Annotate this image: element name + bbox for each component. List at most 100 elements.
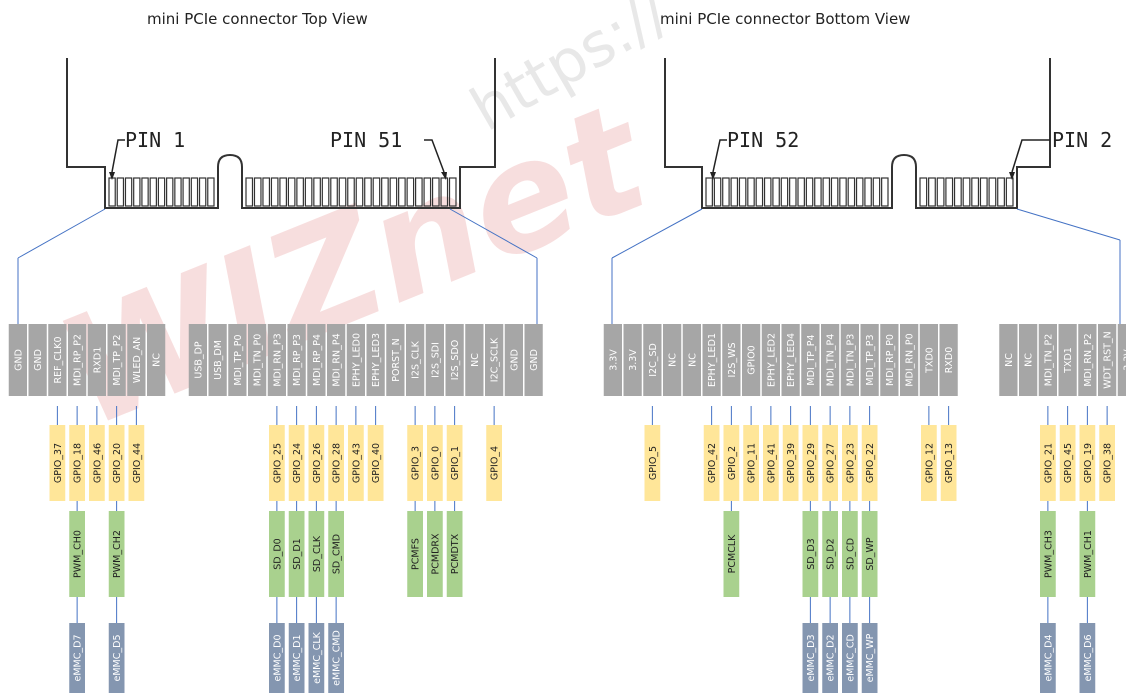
bottom-22-pwm-ch1-box xyxy=(1079,511,1096,597)
bottom-finger-right-7 xyxy=(979,177,988,207)
bottom-finger-left-16 xyxy=(839,177,847,207)
top-2-pin-ref-clk0: REF_CLK0 xyxy=(48,324,67,396)
bottom-13-pin-mdi-tp-p3: MDI_TP_P3 xyxy=(860,324,879,396)
bottom-5-pin-ephy-led1-label: EPHY_LED1 xyxy=(707,333,718,387)
top-finger-left-1 xyxy=(116,177,125,207)
bottom-finger-left-6 xyxy=(755,177,764,207)
bottom-12-emmc-cd-label: eMMC_CD xyxy=(845,634,856,682)
bottom-4-pin-nc-label: NC xyxy=(687,353,698,367)
bottom-12-emmc-cd-box xyxy=(842,623,858,693)
top-23-pin-i2c-sclk-label: I2C_SCLK xyxy=(490,337,501,382)
top-finger-left-10 xyxy=(190,177,199,207)
top-2-pin-ref-clk0-label: REF_CLK0 xyxy=(53,336,64,383)
top-15-pin-mdi-rn-p4: MDI_RN_P4 xyxy=(327,324,346,396)
top-19-pcmfs: PCMFS xyxy=(407,511,423,597)
top-20-pin-i2s-sdi-box xyxy=(425,324,444,396)
bottom-10-pin-mdi-tp-p4-box xyxy=(801,324,820,396)
bottom-18-pin-nc: NC xyxy=(999,324,1018,396)
top-19-gpio-3: GPIO_3 xyxy=(407,425,423,501)
top-22-pin-nc-label: NC xyxy=(470,353,481,367)
top-17-pin-ephy-led3: EPHY_LED3 xyxy=(366,324,385,396)
top-11-pin-mdi-tn-p0-label: MDI_TN_P0 xyxy=(253,334,264,387)
bottom-14-pin-mdi-rp-p0: MDI_RP_P0 xyxy=(880,324,899,396)
bottom-8-gpio-41-box xyxy=(763,425,779,501)
bottom-10-gpio-29-label: GPIO_29 xyxy=(806,443,817,483)
bottom-22-pwm-ch1: PWM_CH1 xyxy=(1079,511,1096,597)
bottom-14-pin-mdi-rp-p0-box xyxy=(880,324,899,396)
top-7-pin-nc: NC xyxy=(147,324,166,396)
bottom-22-gpio-19-label: GPIO_19 xyxy=(1083,443,1094,483)
bottom-10-gpio-29: GPIO_29 xyxy=(802,425,819,501)
bottom-finger-left-17 xyxy=(847,177,856,207)
bottom-finger-right-0 xyxy=(919,177,928,207)
bottom-6-pin-i2s-ws: I2S_WS xyxy=(722,324,741,396)
bottom-20-gpio-21-box xyxy=(1040,425,1056,501)
top-24-pin-gnd: GND xyxy=(504,324,523,396)
bottom-21-gpio-45-box xyxy=(1059,425,1076,501)
top-24-pin-gnd-label: GND xyxy=(509,349,520,371)
bottom-9-gpio-39-label: GPIO_39 xyxy=(786,443,797,483)
top-11-pin-mdi-tn-p0: MDI_TN_P0 xyxy=(248,324,267,396)
top-finger-right-10 xyxy=(330,177,338,207)
top-7-pin-nc-box xyxy=(147,324,166,396)
top-20-pcmdrx-box xyxy=(427,511,443,597)
bottom-24-pin-3-3v: 3.3V xyxy=(1117,324,1126,396)
bottom-21-pin-txd1: TXD1 xyxy=(1058,324,1077,396)
bottom-4-pin-nc-box xyxy=(682,324,701,396)
bottom-17-pin-rxd0-box xyxy=(939,324,958,396)
top-23-gpio-4-label: GPIO_4 xyxy=(490,446,501,480)
bottom-23-gpio-38-label: GPIO_38 xyxy=(1103,443,1114,483)
top-22-pin-nc-box xyxy=(465,324,484,396)
bottom-1-pin-3-3v-label: 3.3V xyxy=(628,349,639,371)
bottom-15-pin-mdi-rn-p0-box xyxy=(900,324,919,396)
bottom-8-pin-ephy-led2: EPHY_LED2 xyxy=(761,324,780,396)
bottom-16-pin-txd0: TXD0 xyxy=(919,324,938,396)
top-17-pin-ephy-led3-label: EPHY_LED3 xyxy=(371,333,382,387)
top-12-gpio-25-box xyxy=(269,425,285,501)
top-finger-right-22 xyxy=(431,177,440,207)
top-8-pin-usb-dp-box xyxy=(188,324,207,396)
bottom-17-gpio-13-label: GPIO_13 xyxy=(944,443,955,483)
bottom-11-emmc-d2-box xyxy=(822,623,838,693)
bottom-21-gpio-45: GPIO_45 xyxy=(1059,425,1076,501)
top-15-gpio-28-box xyxy=(328,425,344,501)
bottom-4-pin-nc: NC xyxy=(682,324,701,396)
bottom-10-emmc-d3: eMMC_D3 xyxy=(802,623,819,693)
bottom-22-pin-mdi-rn-p2-box xyxy=(1078,324,1097,396)
bottom-20-emmc-d4: eMMC_D4 xyxy=(1040,623,1056,693)
bottom-1-pin-3-3v: 3.3V xyxy=(623,324,642,396)
top-9-pin-usb-dm-label: USB_DM xyxy=(213,340,224,380)
top-finger-left-8 xyxy=(174,177,182,207)
bottom-11-gpio-27-box xyxy=(822,425,838,501)
top-4-pin-rxd1-label: RXD1 xyxy=(92,347,103,373)
top-5-pwm-ch2: PWM_CH2 xyxy=(108,511,125,597)
bottom-finger-left-19 xyxy=(864,177,872,207)
bottom-5-gpio-42: GPIO_42 xyxy=(703,425,720,501)
bottom-10-sd-d3-label: SD_D3 xyxy=(806,538,817,569)
bottom-0-pin-3-3v-label: 3.3V xyxy=(608,349,619,371)
bottom-16-gpio-12-box xyxy=(921,425,937,501)
bottom-17-pin-rxd0-label: RXD0 xyxy=(944,347,955,373)
bottom-7-gpio-11: GPIO_11 xyxy=(743,425,759,501)
bottom-20-pwm-ch3: PWM_CH3 xyxy=(1040,511,1056,597)
top-connector-pins xyxy=(108,177,457,207)
bottom-13-emmc-wp-label: eMMC_WP xyxy=(865,633,876,682)
top-3-pin-mdi-rp-p2-box xyxy=(68,324,87,396)
bottom-6-pcmclk: PCMCLK xyxy=(723,511,740,597)
top-finger-right-5 xyxy=(287,177,296,207)
top-3-emmc-d7: eMMC_D7 xyxy=(69,623,85,693)
top-finger-right-4 xyxy=(279,177,288,207)
bottom-9-pin-ephy-led4-box xyxy=(781,324,800,396)
bottom-10-pin-mdi-tp-p4: MDI_TP_P4 xyxy=(801,324,820,396)
top-19-gpio-3-box xyxy=(407,425,423,501)
top-finger-left-4 xyxy=(141,177,149,207)
bottom-16-pin-txd0-label: TXD0 xyxy=(924,347,935,374)
top-3-pwm-ch0-label: PWM_CH0 xyxy=(73,530,84,578)
top-8-pin-usb-dp-label: USB_DP xyxy=(193,341,204,379)
bottom-6-gpio-2: GPIO_2 xyxy=(723,425,740,501)
bottom-6-pcmclk-label: PCMCLK xyxy=(727,534,738,573)
top-19-pcmfs-label: PCMFS xyxy=(411,538,422,570)
bottom-20-emmc-d4-box xyxy=(1040,623,1056,693)
top-finger-right-12 xyxy=(347,177,355,207)
